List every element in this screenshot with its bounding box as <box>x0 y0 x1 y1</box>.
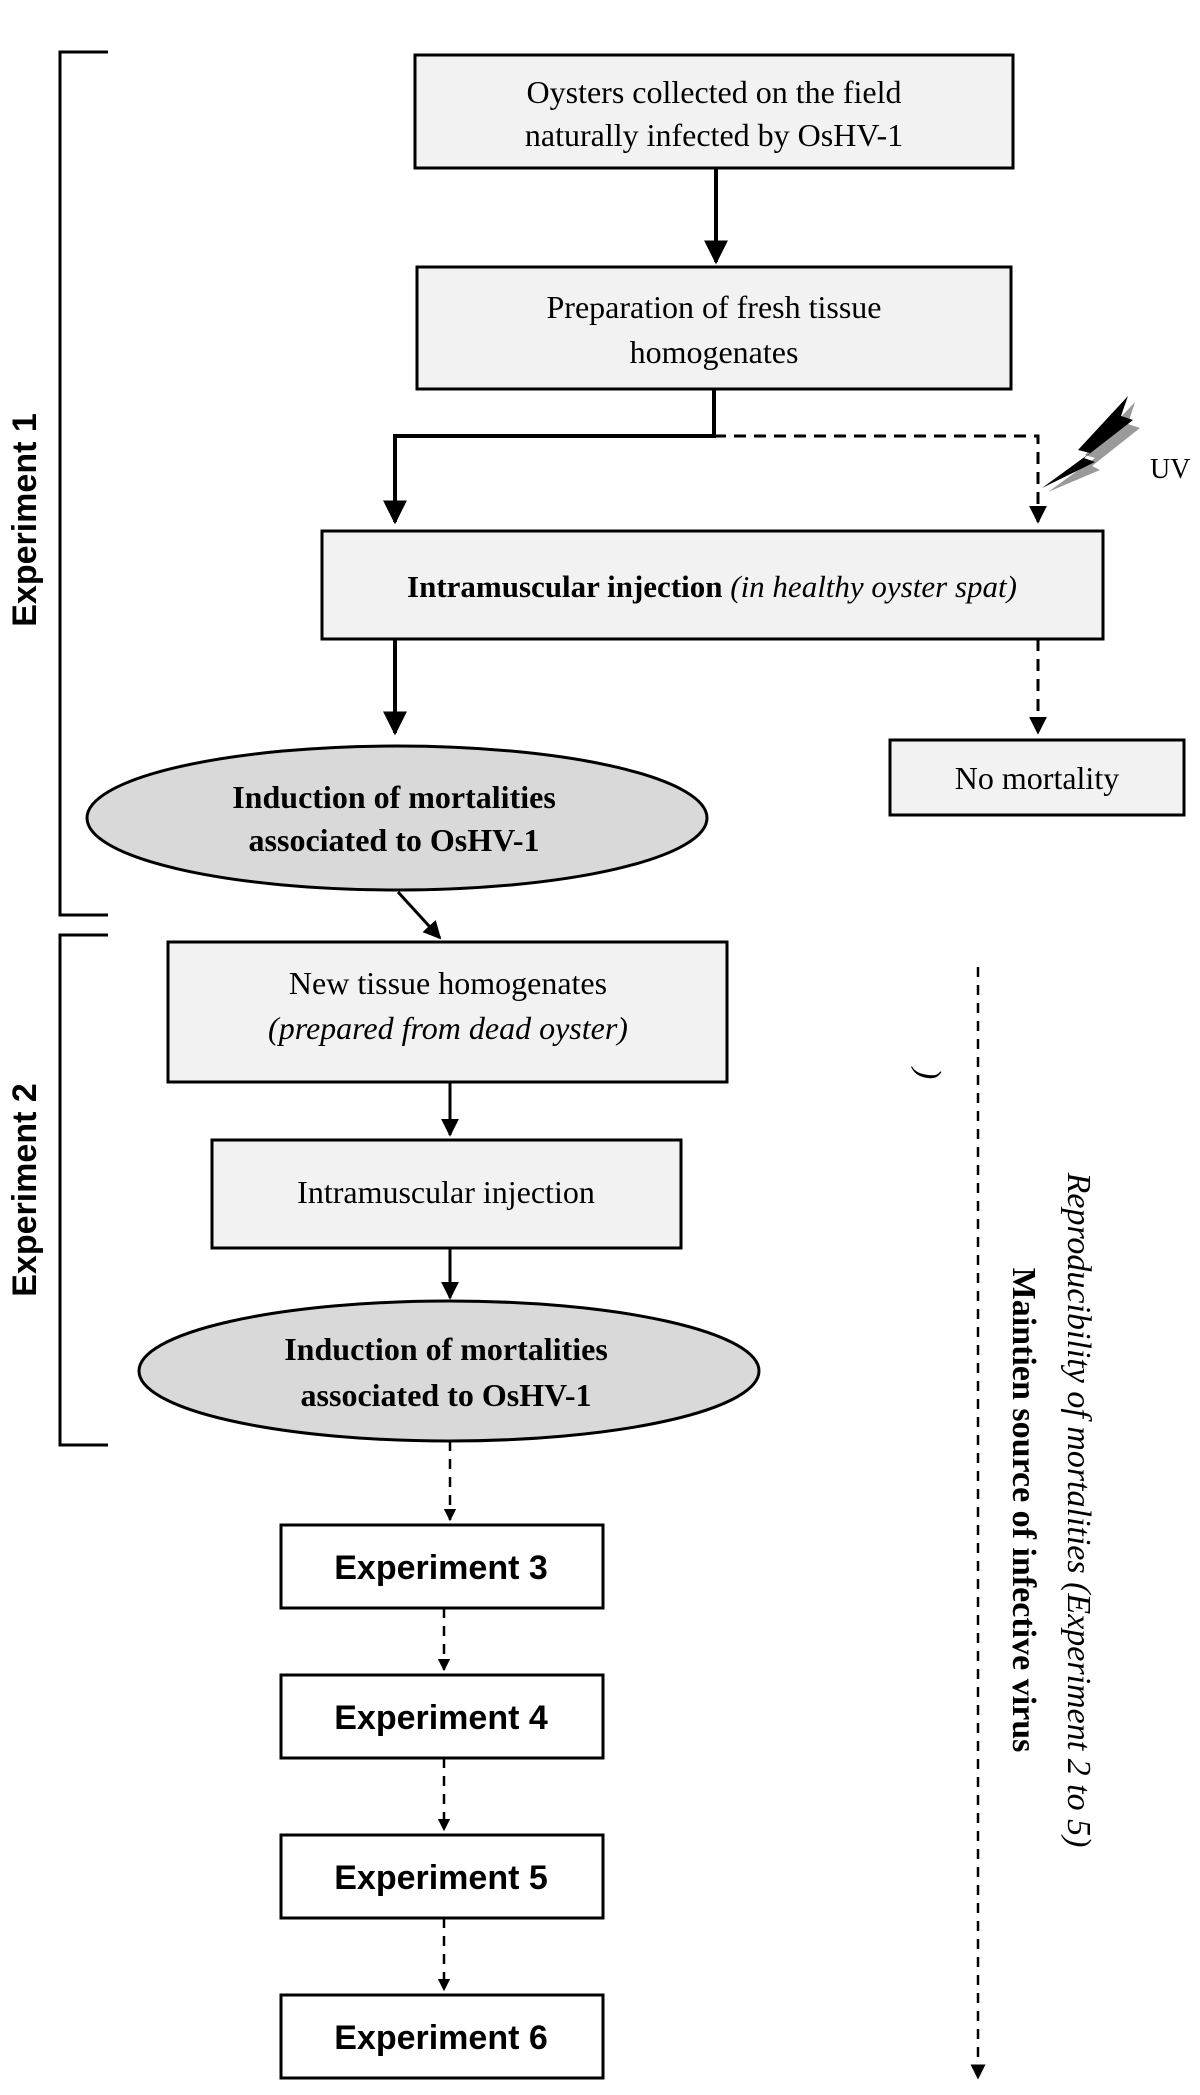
induction1-line1: Induction of mortalities <box>232 779 556 815</box>
injection1-bold: Intramuscular injection <box>407 569 722 604</box>
field-oysters-box: Oysters collected on the field naturally… <box>413 53 1015 170</box>
injection1-text: Intramuscular injection (in healthy oyst… <box>407 569 1017 604</box>
experiment3-box: Experiment 3 <box>279 1523 605 1610</box>
experiment-2-label: Experiment 2 <box>6 1083 44 1297</box>
new-homogenates-line1: New tissue homogenates <box>289 965 607 1001</box>
reproducibility-note: Reproducibility of mortalities (Experime… <box>1060 1172 1097 1848</box>
experiment6-box: Experiment 6 <box>279 1993 605 2080</box>
arrow-induction1-to-new-homogenates <box>396 890 442 940</box>
experiment5-box: Experiment 5 <box>279 1833 605 1920</box>
experiment6-label: Experiment 6 <box>334 2019 548 2057</box>
field-oysters-line1: Oysters collected on the field <box>527 74 902 110</box>
prep-homogenates-line1: Preparation of fresh tissue <box>546 289 881 325</box>
prep-homogenates-box: Preparation of fresh tissue homogenates <box>415 265 1013 391</box>
new-homogenates-box: New tissue homogenates (prepared from de… <box>166 940 729 1084</box>
injection1-box: Intramuscular injection (in healthy oyst… <box>320 529 1105 641</box>
no-mortality-box: No mortality <box>888 738 1186 817</box>
experiment5-label: Experiment 5 <box>334 1859 548 1897</box>
uv-label: UV <box>1150 454 1190 485</box>
uv-lightning-icon <box>1042 396 1140 492</box>
maintain-source-note: Maintien source of infective virus <box>1005 1268 1042 1753</box>
induction2-line1: Induction of mortalities <box>284 1331 608 1367</box>
arrow-prep-to-injection-uv-dashed <box>714 434 1047 524</box>
stray-parenthesis: ) <box>910 1066 947 1079</box>
injection2-label: Intramuscular injection <box>297 1174 595 1210</box>
experiment-2-bracket: Experiment 2 <box>6 933 108 1447</box>
induction1-line2: associated to OsHV-1 <box>249 822 540 858</box>
field-oysters-line2: naturally infected by OsHV-1 <box>525 117 903 153</box>
experiment3-label: Experiment 3 <box>334 1549 548 1587</box>
induction1-oval: Induction of mortalities associated to O… <box>85 744 709 892</box>
experiment-1-label: Experiment 1 <box>6 413 44 627</box>
experiment-1-bracket: Experiment 1 <box>6 50 108 917</box>
prep-homogenates-line2: homogenates <box>630 334 799 370</box>
induction2-oval: Induction of mortalities associated to O… <box>137 1299 761 1443</box>
arrow-prep-to-injection-solid <box>383 389 716 525</box>
experiment4-label: Experiment 4 <box>334 1699 548 1737</box>
injection1-italic: (in healthy oyster spat) <box>730 569 1017 604</box>
no-mortality-label: No mortality <box>955 760 1119 796</box>
new-homogenates-line2: (prepared from dead oyster) <box>268 1010 628 1046</box>
induction2-line2: associated to OsHV-1 <box>301 1377 592 1413</box>
experiment4-box: Experiment 4 <box>279 1673 605 1760</box>
injection2-box: Intramuscular injection <box>210 1138 683 1250</box>
